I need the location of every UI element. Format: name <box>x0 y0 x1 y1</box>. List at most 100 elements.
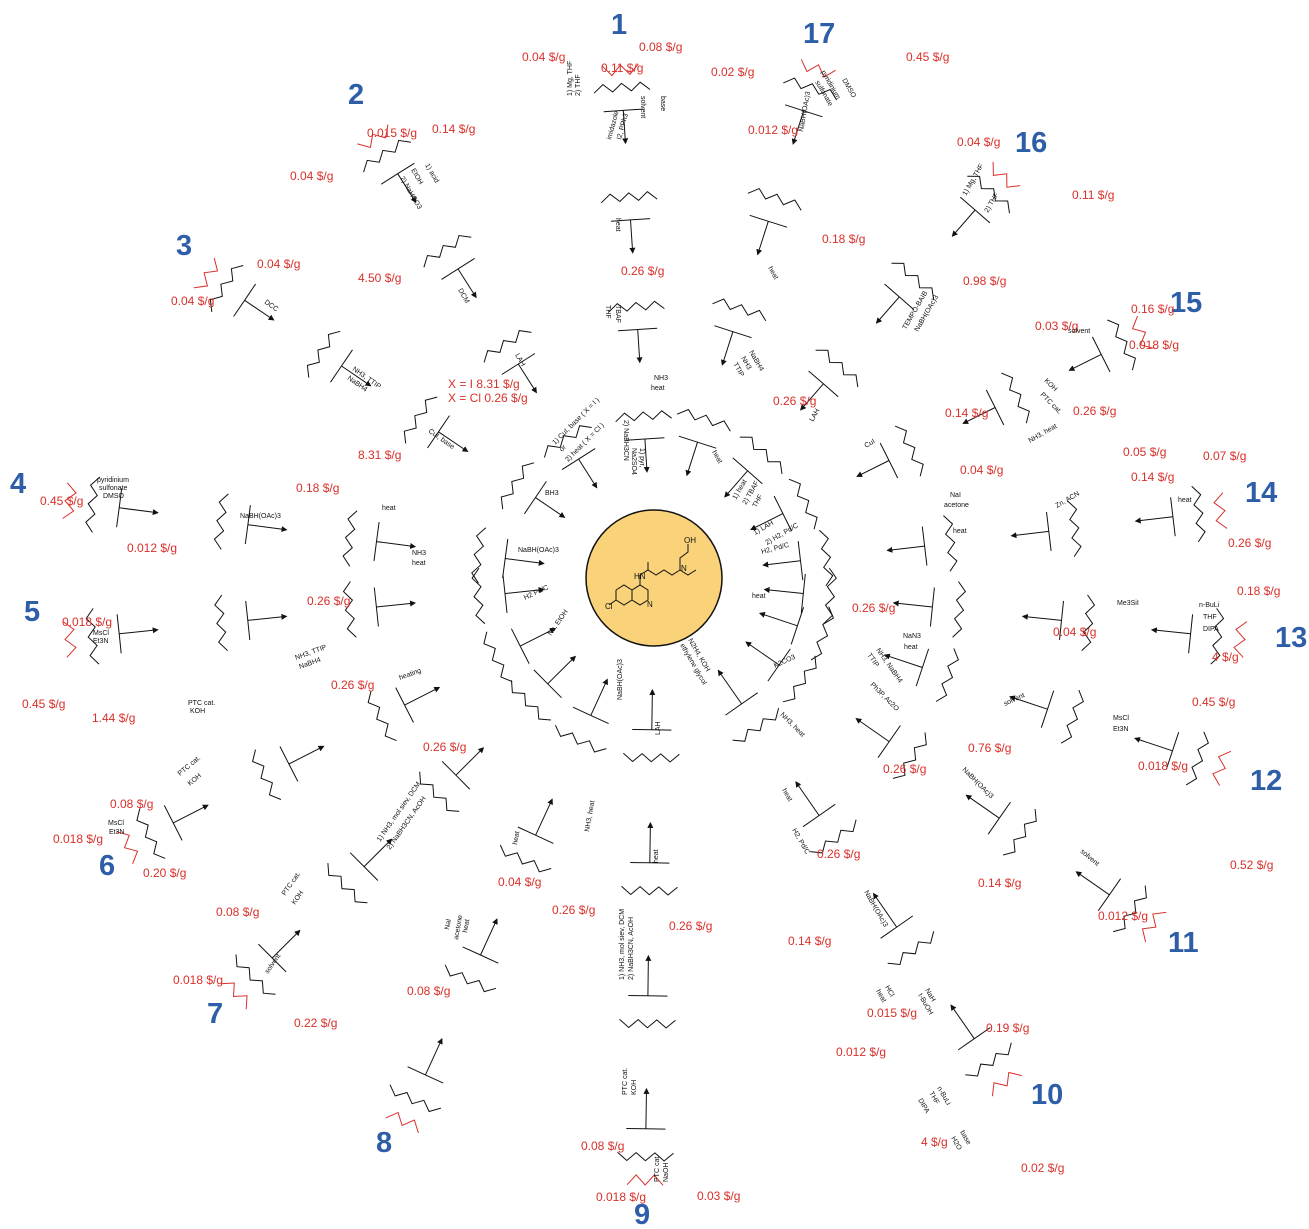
reagent-r16-thf2: THF <box>752 494 765 509</box>
intermediate-structure <box>389 1084 442 1113</box>
price-r10-benzylchloride: 0.19 $/g <box>986 1021 1029 1035</box>
intermediate-structure <box>419 771 460 812</box>
reagent-r16-lah: LAH <box>809 408 822 423</box>
intermediate-structure <box>423 234 472 268</box>
price-r14-dichloroquinoline: 0.26 $/g <box>1228 536 1271 550</box>
price-r17-dichloroquinoline: 0.26 $/g <box>773 394 816 408</box>
reaction-arrow <box>762 560 801 568</box>
reaction-arrow <box>856 460 890 477</box>
reagent-r10-dipa: DIPA <box>916 1098 930 1115</box>
intermediate-structure <box>747 187 802 211</box>
starting-material-structure <box>220 982 248 1010</box>
reagent-r3-dcc: DCC <box>263 299 279 313</box>
route-number-7: 7 <box>207 998 223 1030</box>
reagent-r9-nabhoac: NaBH(OAc)3 <box>617 659 624 700</box>
intermediate-structure <box>85 476 101 533</box>
intermediate-structure <box>403 396 438 444</box>
center-reagent-na2so4: Na2SO4 <box>630 448 637 475</box>
reagent-r14-heat2: heat <box>1178 497 1192 504</box>
reaction-bracket <box>678 435 717 449</box>
price-center-dichloroquinoline: 0.26 $/g <box>621 264 664 278</box>
price-r2-nitro: 4.50 $/g <box>358 271 401 285</box>
price-r11-aminopropanol: 0.012 $/g <box>1098 909 1148 923</box>
price-r14-acetaldehyde: 0.14 $/g <box>1131 470 1174 484</box>
reagent-r11-nabhoac: NaBH(OAc)3 <box>961 766 995 800</box>
target-atom-cl: Cl <box>605 602 613 611</box>
reagent-r4-nh3: NH3 <box>412 550 426 557</box>
intermediate-structure <box>815 349 859 388</box>
price-r9-dichloroquinoline: 0.26 $/g <box>669 919 712 933</box>
reaction-arrow <box>962 407 996 424</box>
starting-material-structure <box>602 63 639 77</box>
price-r5-hydroxyketone: 0.45 $/g <box>22 697 65 711</box>
reaction-arrow <box>750 513 784 530</box>
route-chain-5 <box>62 567 545 665</box>
price-r15-dichloroquinoline: 0.26 $/g <box>1073 404 1116 418</box>
price-r7-ethylamine: 0.018 $/g <box>173 973 223 987</box>
reagent-r1-tbaf: TBAF <box>614 305 621 323</box>
reagent-r14-heat3: heat <box>752 593 766 600</box>
price-r14-bromochloropropane: 0.05 $/g <box>1123 445 1166 459</box>
reaction-arrow <box>172 804 209 824</box>
route-chain-2 <box>357 124 598 489</box>
route-chain-12 <box>758 606 1232 786</box>
reaction-arrow <box>341 365 372 387</box>
reagent-r13-dipa: DIPA <box>1203 626 1219 633</box>
route-number-3: 3 <box>176 230 192 262</box>
reaction-arrow <box>455 747 485 776</box>
intermediate-structure <box>600 191 658 204</box>
starting-material-structure <box>116 831 139 864</box>
reagent-r1-base: base <box>659 96 666 111</box>
price-r11-bromopentene: 0.52 $/g <box>1230 858 1273 872</box>
price-r2-aldehyde: 0.14 $/g <box>432 122 475 136</box>
price-r9-ethylamine: 0.018 $/g <box>596 1190 646 1204</box>
reagent-r12-et3n: Et3N <box>1113 726 1129 733</box>
intermediate-structure <box>615 410 672 423</box>
price-r2-hcho: 0.015 $/g <box>367 126 417 140</box>
reagent-r9-naoh: NaOH <box>663 1163 670 1182</box>
route-chain-9 <box>617 688 680 1186</box>
reagent-r8-nai: NaI <box>444 918 453 930</box>
route-number-9: 9 <box>634 1199 650 1229</box>
reagent-r16-thf: 2) THF <box>984 192 1001 214</box>
reaction-arrow <box>647 821 654 863</box>
reaction-arrow <box>763 587 804 594</box>
reaction-arrow <box>795 781 820 816</box>
reagent-r10-h2o: H2O <box>949 1136 963 1152</box>
price-r4-hydroxyketone: 0.45 $/g <box>40 494 83 508</box>
intermediate-structure <box>444 964 497 993</box>
intermediate-structure <box>967 175 1010 214</box>
intermediate-structure <box>214 594 228 652</box>
intermediate-structure <box>823 567 837 625</box>
price-r10-acetaldehyde: 0.14 $/g <box>788 934 831 948</box>
intermediate-structure <box>623 752 680 763</box>
intermediate-structure <box>892 732 927 779</box>
reagent-r5-et3n: Et3N <box>93 638 109 645</box>
route-number-10: 10 <box>1031 1079 1063 1111</box>
reagent-r9-ptc2: PTC cat. <box>654 1155 661 1182</box>
reaction-arrow <box>791 110 805 145</box>
reagent-r4-dmso: DMSO <box>103 493 125 500</box>
reagent-r6-mscl: MsCl <box>108 820 124 827</box>
price-r10-ketoester: 0.02 $/g <box>1021 1161 1064 1175</box>
intermediate-structure <box>593 81 651 94</box>
price-r11-dichloroquinoline: 0.26 $/g <box>883 762 926 776</box>
price-r1-mei: 0.11 $/g <box>601 61 643 75</box>
intermediate-structure <box>810 606 835 661</box>
reagent-r15-cui: CuI <box>864 438 877 450</box>
reagent-r1-thf: 2) THF <box>575 74 582 96</box>
starting-material-structure <box>1131 315 1154 349</box>
starting-material-structure <box>626 1174 664 1186</box>
reaction-arrow <box>685 442 698 477</box>
reaction-arrow <box>535 497 566 518</box>
reagent-r4-nabhoac2: NaBH(OAc)3 <box>518 547 559 554</box>
reaction-arrow <box>271 929 301 959</box>
reaction-bracket <box>714 325 752 339</box>
reaction-arrow <box>404 686 441 706</box>
reaction-arrow <box>457 268 477 299</box>
reaction-arrow <box>480 918 498 956</box>
price-r8-dichloroquinoline-a: 0.26 $/g <box>423 740 466 754</box>
reagent-r17-dmso: DMSO <box>840 78 857 100</box>
price-r9-chloroketone: 0.08 $/g <box>581 1139 624 1153</box>
